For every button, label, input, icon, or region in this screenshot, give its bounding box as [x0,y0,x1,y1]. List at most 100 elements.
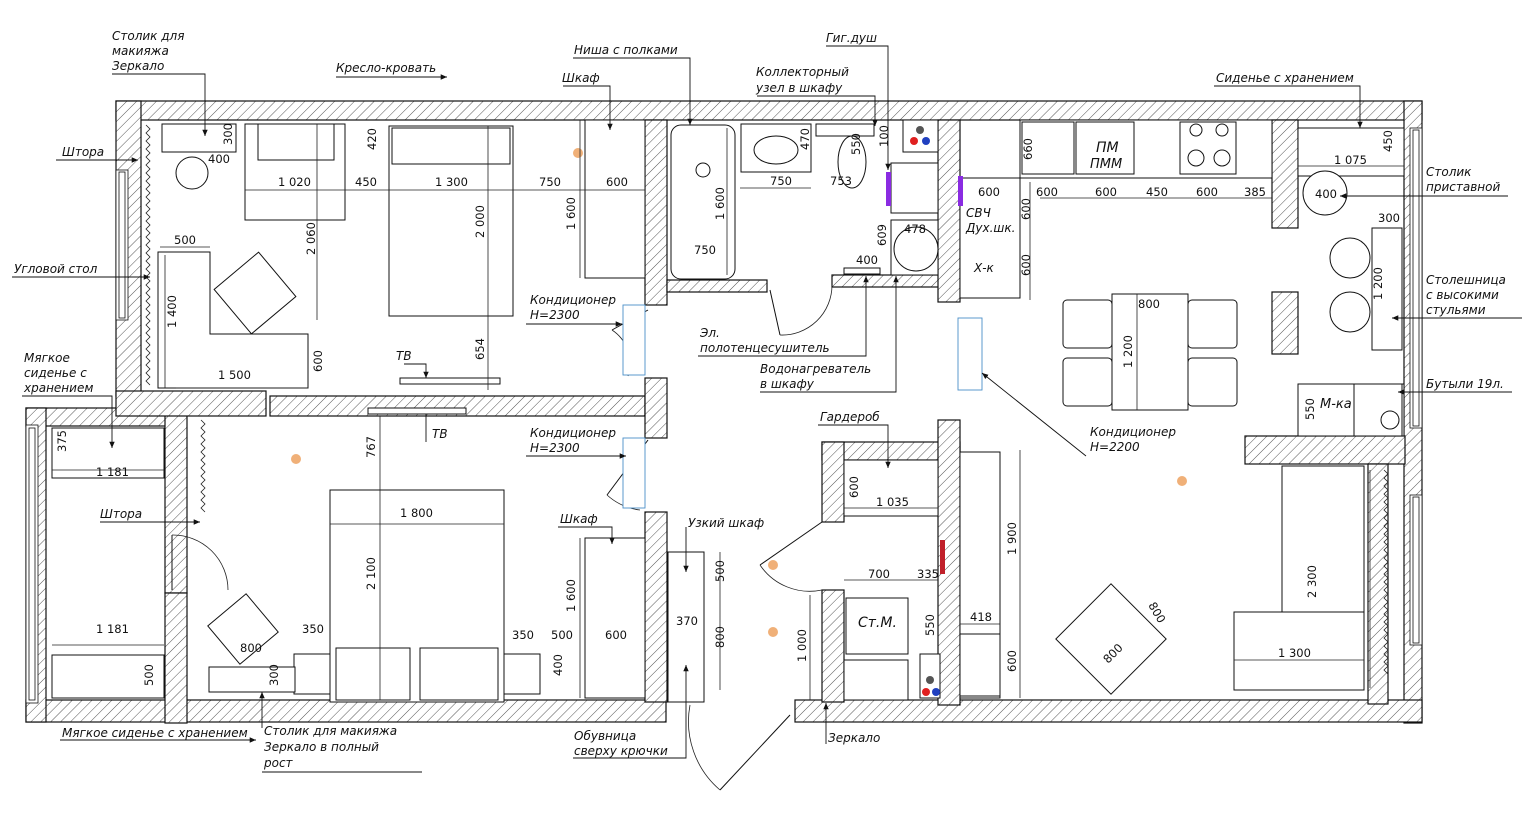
label-water-heater-2: в шкафу [760,377,815,391]
dim: 550 [1303,398,1317,420]
dim: 370 [676,614,698,628]
dim: 600 [1019,254,1033,276]
label-curtain-bottom: Штора [100,507,142,521]
dim: 350 [512,628,534,642]
label-dishwasher-1: ПМ [1096,140,1119,156]
walls [25,100,1423,724]
label-makeup-table-top-1: Столик для [112,29,184,43]
label-makeup-table-bottom-3: рост [263,756,294,770]
valve-blue-icon [922,137,930,145]
dim: 1 000 [795,629,809,662]
dim: 600 [311,350,325,372]
label-countertop-3: стульями [1426,303,1486,317]
label-ac-1-1: Кондиционер [530,293,616,307]
dim: 1 400 [165,295,179,328]
label-makeup-table-bottom-1: Столик для макияжа [264,724,397,738]
dim: 1 035 [876,495,909,509]
dim: 1 500 [218,368,251,382]
label-hygienic-shower: Гиг.душ [826,31,877,45]
dim: 750 [539,175,561,189]
towel-dryer-mark [886,172,891,206]
dim: 600 [978,185,1000,199]
label-corner-table: Угловой стол [14,262,98,276]
dim: 478 [904,222,926,236]
label-shoe-rack-1: Обувница [574,729,636,743]
dim: 750 [694,243,716,257]
doors [171,284,833,791]
dim: 600 [1005,650,1019,672]
light-icon [573,148,583,158]
label-side-table-2: приставной [1426,180,1500,194]
valve-red-icon [910,137,918,145]
valve-blue-icon-2 [932,688,940,696]
label-towel-dryer-2: полотенцесушитель [700,341,830,355]
dim: 800 [240,641,262,655]
light-icon [291,454,301,464]
dimension-texts: 300 400 420 1 020 450 1 300 750 600 1 60… [55,123,1400,686]
label-microwave-1: СВЧ [966,206,991,220]
leader-lines [12,45,1522,773]
dim: 500 [713,560,727,582]
dim: 1 075 [1334,153,1367,167]
dim: 1 181 [96,622,129,636]
dim: 2 100 [364,557,378,590]
label-niche-shelves: Ниша с полками [574,43,678,57]
dim: 300 [267,664,281,686]
label-narrow-wardrobe: Узкий шкаф [688,516,764,530]
dim: 400 [208,152,230,166]
dim: 400 [551,654,565,676]
dim: 609 [875,224,889,246]
dim: 100 [877,125,891,147]
light-icon [768,627,778,637]
dim: 767 [364,436,378,458]
windows [25,124,1423,704]
dim: 375 [55,430,69,452]
dim: 700 [868,567,890,581]
label-ac-1-2: H=2300 [530,308,580,322]
label-bottles: Бутыли 19л. [1426,377,1504,391]
label-microwave-small: М-ка [1320,397,1352,412]
label-makeup-table-top-2: макияжа [112,44,169,58]
dim: 418 [970,610,992,624]
label-washer: Ст.М. [858,615,897,631]
label-makeup-table-bottom-2: Зеркало в полный [264,740,379,754]
dim: 1 300 [1278,646,1311,660]
dim: 1 020 [278,175,311,189]
dim: 1 200 [1121,335,1135,368]
label-garderob: Гардероб [820,410,880,424]
ceiling-lights [291,148,1187,637]
dim: 750 [770,174,792,188]
label-soft-seat-left-3: хранением [23,381,93,395]
dimension-lines [52,120,1404,700]
dim: 450 [355,175,377,189]
label-wardrobe-bottom: Шкаф [560,512,598,526]
label-dishwasher-2: ПММ [1090,157,1122,172]
dim: 800 [1138,297,1160,311]
dim: 654 [473,338,487,360]
label-soft-seat-bottom: Мягкое сиденье с хранением [62,726,248,740]
dim: 1 800 [400,506,433,520]
mirror-mark [940,540,945,574]
dim: 1 181 [96,465,129,479]
label-shoe-rack-2: сверху крючки [574,744,668,758]
dim: 600 [1019,198,1033,220]
label-ac-3-1: Кондиционер [1090,425,1176,439]
dim: 385 [1244,185,1266,199]
dim: 550 [849,133,863,155]
dim: 300 [1378,211,1400,225]
dim: 450 [1381,130,1395,152]
label-seat-storage: Сиденье с хранением [1216,71,1354,85]
dim: 600 [847,476,861,498]
dim: 1 300 [435,175,468,189]
dim: 500 [551,628,573,642]
furniture [51,119,1405,703]
label-ac-2-1: Кондиционер [530,426,616,440]
label-soft-seat-left-2: сиденье с [24,366,87,380]
label-countertop-2: с высокими [1426,288,1499,302]
label-microwave-2: Дух.шк. [965,221,1015,235]
dim: 450 [1146,185,1168,199]
light-icon [1177,476,1187,486]
label-ac-3-2: H=2200 [1090,440,1140,454]
microwave-mark [958,176,963,206]
